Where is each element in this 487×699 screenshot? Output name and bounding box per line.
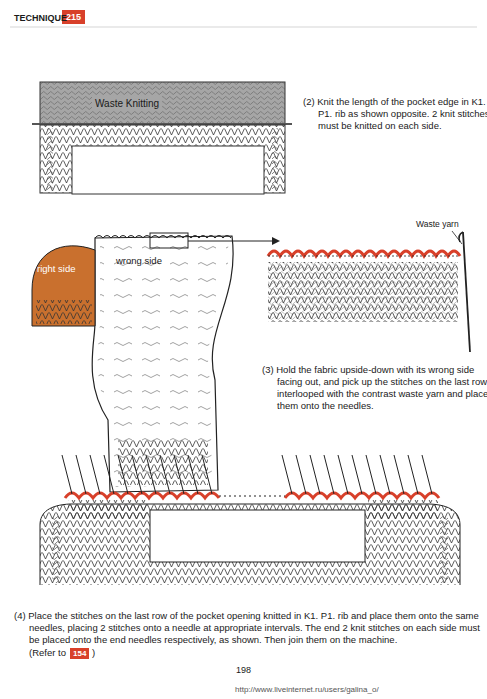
reference-text: (Refer to xyxy=(29,647,66,659)
node-text: 215 xyxy=(66,11,81,23)
header-rule xyxy=(10,27,477,28)
node-text: 154 xyxy=(73,648,86,659)
pocket-edge-figure xyxy=(32,82,292,194)
step-text: (4) Place the stitches on the last row o… xyxy=(14,610,487,646)
node-text: Waste Knitting xyxy=(95,97,159,110)
right-side-patch: right side xyxy=(36,263,77,276)
part-label: wrong side xyxy=(116,255,162,267)
stitch-detail xyxy=(268,231,470,352)
node-text: right side xyxy=(37,263,76,276)
waste-band-label: Waste Knitting xyxy=(92,96,162,111)
reference-text: ) xyxy=(92,647,95,659)
step-text: (3) Hold the fabric upside-down with its… xyxy=(262,364,487,412)
watermark: http://www.liveinternet.ru/users/galina_… xyxy=(235,684,379,696)
rejoin-figure xyxy=(40,455,460,585)
page-number: 198 xyxy=(236,664,251,676)
fabric-figure xyxy=(32,233,280,492)
step-text: (2) Knit the length of the pocket edge i… xyxy=(303,96,487,132)
section-heading: TECHNIQUE xyxy=(14,12,67,24)
part-label: Waste yarn xyxy=(416,218,459,230)
reference-badge: 154 xyxy=(70,648,89,659)
